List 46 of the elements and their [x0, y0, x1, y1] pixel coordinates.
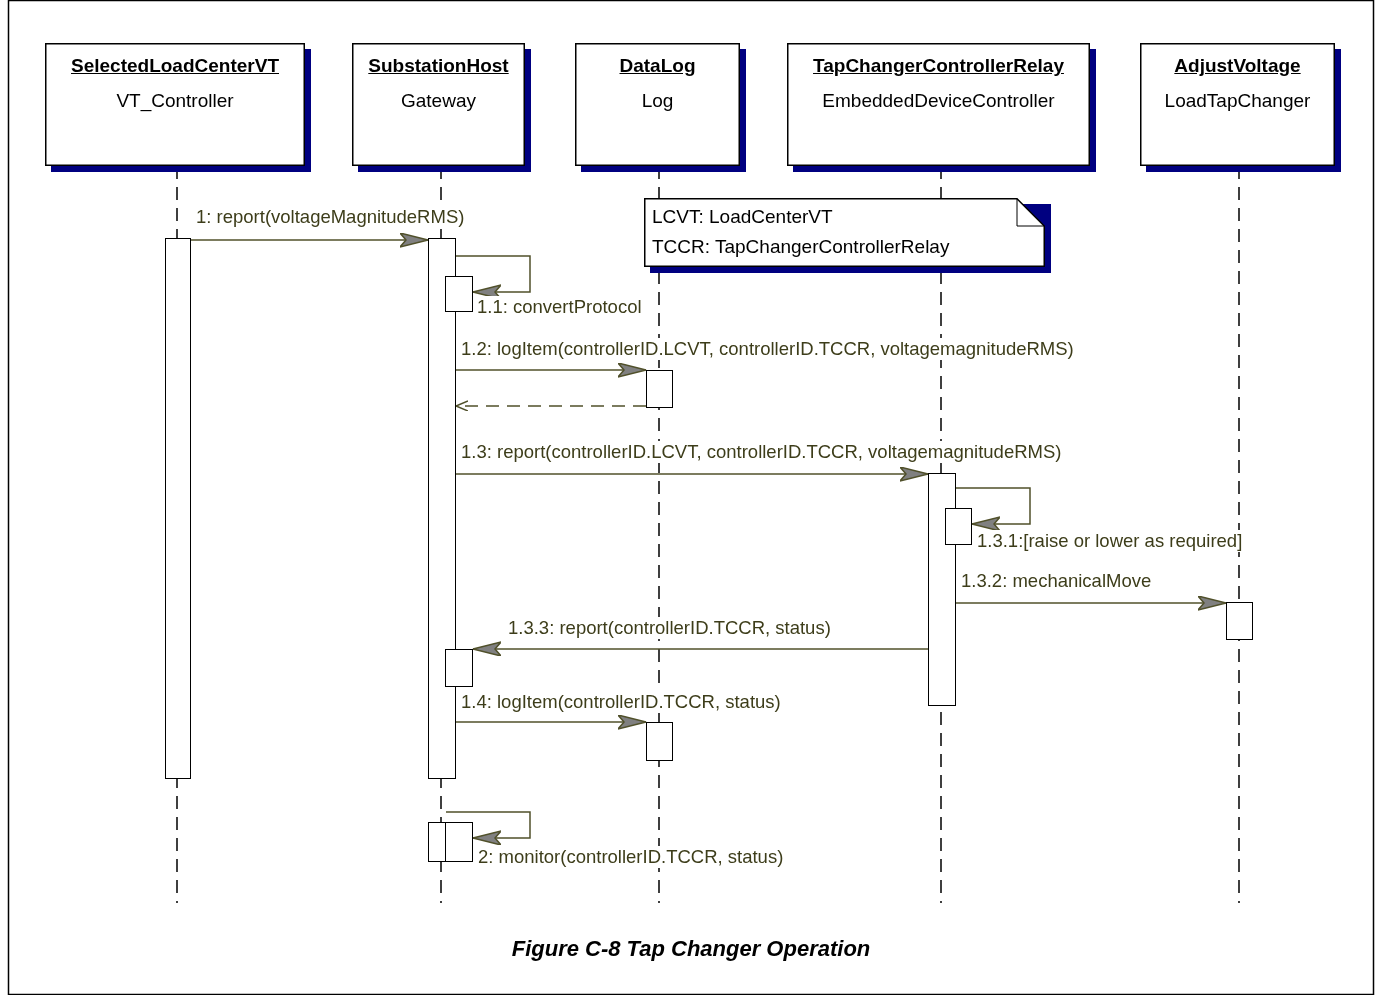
object-class: Log: [640, 90, 675, 112]
object-box: [575, 43, 746, 172]
message-arrow: [955, 487, 1031, 532]
message-arrow: [455, 466, 929, 482]
activation-bar: [945, 508, 972, 545]
object-box: [45, 43, 311, 172]
message-arrow: [190, 232, 429, 248]
activation-bar: [428, 822, 446, 862]
object-class: EmbeddedDeviceController: [821, 90, 1056, 112]
object-box: [787, 43, 1096, 172]
message-arrow: [955, 595, 1227, 611]
object-name: DataLog: [618, 55, 697, 77]
message-arrow: [445, 811, 531, 846]
message-label: 1.3: report(controllerID.LCVT, controllerID.TCCR, voltagemagnitudeRMS): [460, 441, 1063, 463]
activation-bar: [1226, 602, 1253, 640]
note-text: TCCR: TapChangerControllerRelay: [652, 236, 950, 258]
activation-bar: [445, 822, 473, 862]
message-arrow: [472, 641, 929, 657]
message-label: 1.2: logItem(controllerID.LCVT, controllerID.TCCR, voltagemagnitudeRMS): [460, 338, 1075, 360]
figure-caption: Figure C-8 Tap Changer Operation: [511, 936, 871, 962]
object-name: SelectedLoadCenterVT: [70, 55, 280, 77]
message-arrow: [455, 714, 647, 730]
activation-bar: [646, 722, 673, 761]
activation-bar: [165, 238, 191, 779]
message-label: 2: monitor(controllerID.TCCR, status): [477, 846, 785, 868]
activation-bar: [928, 473, 956, 706]
object-class: LoadTapChanger: [1163, 90, 1312, 112]
activation-bar: [428, 238, 456, 779]
object-name: AdjustVoltage: [1173, 55, 1302, 77]
return-arrow: [455, 400, 647, 412]
object-class: Gateway: [400, 90, 477, 112]
object-name: SubstationHost: [367, 55, 510, 77]
message-label: 1.3.1:[raise or lower as required]: [976, 530, 1244, 552]
message-label: 1.4: logItem(controllerID.TCCR, status): [460, 691, 782, 713]
activation-bar: [445, 649, 473, 687]
activation-bar: [646, 370, 673, 408]
object-name: TapChangerControllerRelay: [812, 55, 1065, 77]
activation-bar: [445, 276, 473, 312]
object-class: VT_Controller: [115, 90, 235, 112]
note-box: [644, 198, 1051, 273]
message-arrow: [455, 362, 647, 378]
message-label: 1: report(voltageMagnitudeRMS): [195, 206, 466, 228]
object-box: [352, 43, 531, 172]
note-text: LCVT: LoadCenterVT: [652, 206, 833, 228]
message-label: 1.3.3: report(controllerID.TCCR, status): [507, 617, 832, 639]
object-box: [1140, 43, 1341, 172]
